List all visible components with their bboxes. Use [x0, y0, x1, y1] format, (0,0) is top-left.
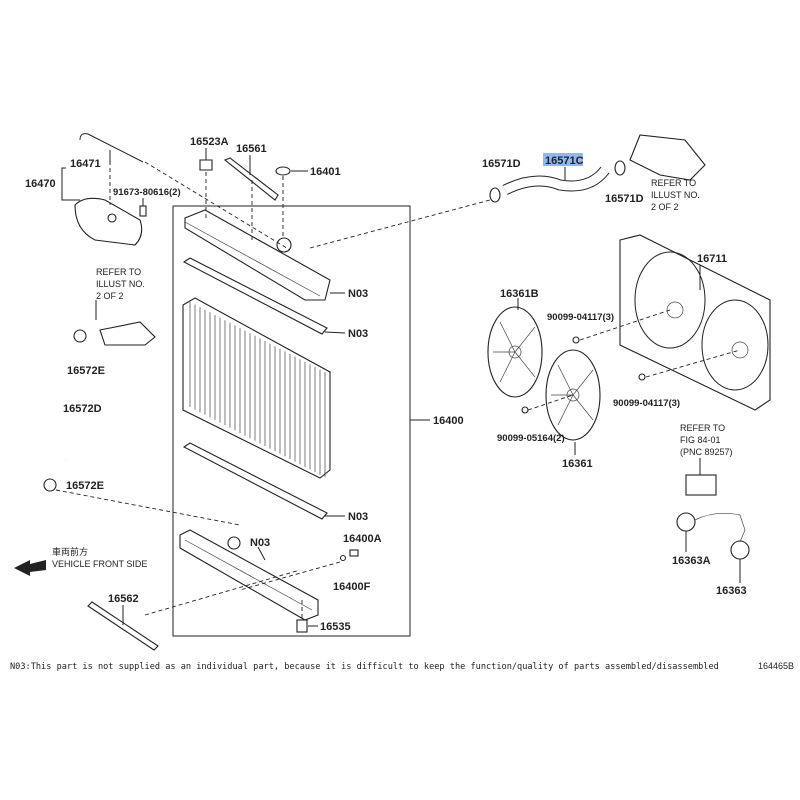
label-16562[interactable]: 16562 [108, 593, 139, 605]
label-16401[interactable]: 16401 [310, 166, 341, 178]
label-16361[interactable]: 16361 [562, 458, 593, 470]
refer-note-line: 2 OF 2 [96, 291, 124, 301]
radiator-hose-16571C [502, 167, 609, 195]
drain-plug-16535 [296, 619, 308, 633]
refer-note-line: ILLUST NO. [96, 279, 145, 289]
label-16523A[interactable]: 16523A [190, 136, 229, 148]
refer-note-line: 2 OF 2 [651, 202, 679, 212]
refer-fig-line: REFER TO [680, 423, 725, 433]
o-ring-16400F [339, 554, 347, 562]
label-91673-80616[interactable]: 91673-80616(2) [113, 187, 181, 198]
label-90099-04117[interactable]: 90099-04117(3) [547, 312, 614, 323]
outlet-pipe [99, 321, 156, 346]
label-16471[interactable]: 16471 [70, 158, 101, 170]
fan-shroud-16711 [619, 234, 771, 411]
label-16571D[interactable]: 16571D [482, 158, 521, 170]
label-16561[interactable]: 16561 [236, 143, 267, 155]
fan-relay [685, 474, 717, 496]
label-16400[interactable]: 16400 [433, 415, 464, 427]
gasket-lower [182, 442, 328, 520]
label-90099-05164[interactable]: 90099-05164(2) [497, 433, 565, 444]
label-16571D[interactable]: 16571D [605, 193, 644, 205]
label-16400A[interactable]: 16400A [343, 533, 382, 545]
bolt-91673 [139, 205, 147, 217]
bolt-90099-04117-b [638, 373, 646, 381]
fan-motor-16363A [676, 512, 696, 532]
label-16535[interactable]: 16535 [320, 621, 351, 633]
fan-16361 [545, 349, 601, 441]
radiator-cap [275, 166, 291, 176]
gasket-upper [182, 257, 328, 335]
part-16561-seal [223, 157, 279, 201]
clamp-16571D-left [489, 187, 501, 203]
label-16400F[interactable]: 16400F [333, 581, 371, 593]
clamp-16572E-upper [73, 329, 87, 343]
direction-label-jp: 車両前方 [52, 546, 88, 557]
footnote: N03:This part is not supplied as an indi… [10, 662, 719, 672]
refer-note-line: REFER TO [651, 178, 696, 188]
nut-90099-05164 [521, 406, 529, 414]
label-16711[interactable]: 16711 [697, 253, 727, 265]
label-n03: N03 [348, 511, 368, 523]
label-n03: N03 [348, 328, 368, 340]
label-16572E[interactable]: 16572E [66, 480, 104, 492]
label-16363[interactable]: 16363 [716, 585, 747, 597]
radiator-assembly-frame [172, 205, 411, 637]
label-90099-04117[interactable]: 90099-04117(3) [613, 398, 680, 409]
refer-fig-line: (PNC 89257) [680, 447, 733, 457]
clamp-16571D-right [614, 160, 626, 176]
selected-part-highlight [543, 153, 583, 166]
label-16361B[interactable]: 16361B [500, 288, 539, 300]
reserve-tank [74, 197, 143, 246]
front-direction-arrow-icon [14, 560, 46, 576]
fan-motor-16363 [730, 540, 750, 560]
refer-note-line: REFER TO [96, 267, 141, 277]
hose-16471 [79, 133, 144, 163]
label-n03: N03 [348, 288, 368, 300]
label-16363A[interactable]: 16363A [672, 555, 711, 567]
refer-note-line: ILLUST NO. [651, 190, 700, 200]
clamp-16572E-lower [43, 478, 57, 492]
label-16572E[interactable]: 16572E [67, 365, 105, 377]
bolt-90099-04117-a [572, 336, 580, 344]
label-16571C[interactable]: 16571C [545, 155, 584, 167]
radiator-core [182, 297, 331, 479]
seal-16562 [87, 601, 159, 651]
label-16470[interactable]: 16470 [25, 178, 56, 190]
diagram-id: 164465B [758, 661, 794, 671]
label-16572D[interactable]: 16572D [63, 403, 102, 415]
radiator-upper-tank [184, 209, 345, 301]
refer-fig-line: FIG 84-01 [680, 435, 721, 445]
water-outlet-housing [629, 134, 706, 181]
direction-label-en: VEHICLE FRONT SIDE [52, 559, 147, 569]
drain-cock-16400A [349, 549, 359, 557]
part-16523A [199, 159, 213, 171]
label-n03: N03 [250, 537, 270, 549]
radiator-lower-tank [179, 529, 319, 621]
fan-16361B [487, 306, 543, 398]
